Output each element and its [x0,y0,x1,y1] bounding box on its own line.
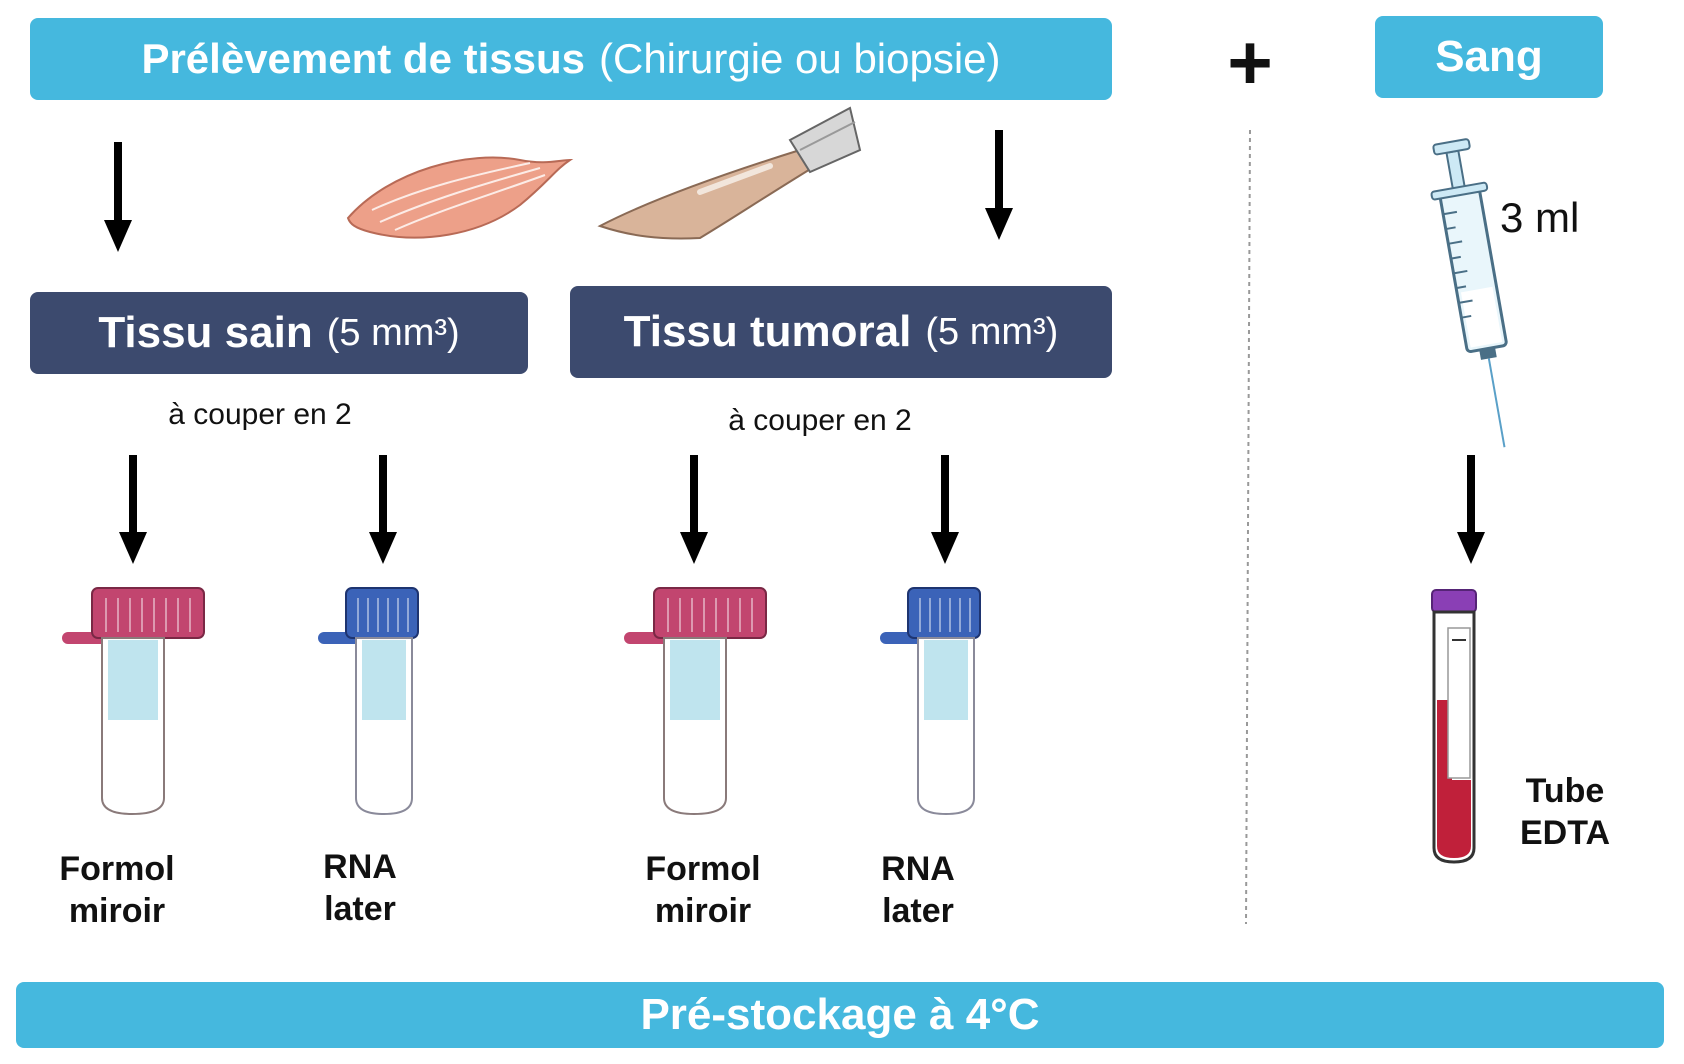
arrow-down-icon [680,455,708,564]
edta-line2: EDTA [1519,814,1611,852]
tissue-sampling-header: Prélèvement de tissus (Chirurgie ou biop… [30,18,1112,100]
tissue-sampling-subtitle: (Chirurgie ou biopsie) [599,35,1001,82]
separator-line [1245,129,1251,925]
tumor-cut-note: à couper en 2 [728,404,912,437]
tumor-rna-line1: RNA [881,850,955,888]
edta-tube-label: Tube EDTA [1500,770,1630,854]
tumor-formol-line1: Formol [645,850,761,888]
tissue-sampling-title: Prélèvement de tissus [141,35,585,82]
healthy-cut-note: à couper en 2 [168,398,352,431]
edta-tube-icon [1431,589,1477,864]
healthy-formol-line2: miroir [68,892,166,930]
tumor-formol-label: Formol miroir [628,848,778,932]
syringe-icon [1430,138,1508,448]
arrow-down-icon [369,455,397,564]
tube-icon [624,587,767,816]
arrow-down-icon [119,455,147,564]
tumor-rna-label: RNA later [858,848,978,932]
edta-line1: Tube [1525,772,1605,810]
arrow-down-icon [104,142,132,252]
tube-icon [62,587,205,816]
arrow-down-icon [1457,455,1485,564]
storage-label: Pré-stockage à 4°C [640,990,1040,1039]
healthy-tissue-title: Tissu sain [98,308,313,357]
blood-header: Sang [1375,16,1603,98]
healthy-tissue-size: (5 mm³) [326,311,460,354]
tumor-tissue-box: Tissu tumoral (5 mm³) [570,286,1112,378]
healthy-rna-label: RNA later [300,846,420,930]
healthy-rna-line2: later [324,890,396,928]
healthy-rna-line1: RNA [323,848,397,886]
arrow-down-icon [985,130,1013,240]
blood-title: Sang [1435,32,1543,81]
tube-icon [318,587,419,816]
tumor-tissue-size: (5 mm³) [925,310,1059,353]
healthy-formol-line1: Formol [59,850,175,888]
arrow-down-icon [931,455,959,564]
storage-footer: Pré-stockage à 4°C [16,982,1664,1048]
plus-sign: + [1227,18,1273,106]
tube-icon [880,587,981,816]
tumor-rna-line2: later [882,892,954,930]
scalpel-icon [597,106,862,240]
healthy-tissue-box: Tissu sain (5 mm³) [30,292,528,374]
blood-volume-label: 3 ml [1500,194,1580,241]
tumor-formol-line2: miroir [654,892,752,930]
healthy-formol-label: Formol miroir [42,848,192,932]
tumor-tissue-title: Tissu tumoral [623,307,912,356]
muscle-icon [346,156,574,239]
